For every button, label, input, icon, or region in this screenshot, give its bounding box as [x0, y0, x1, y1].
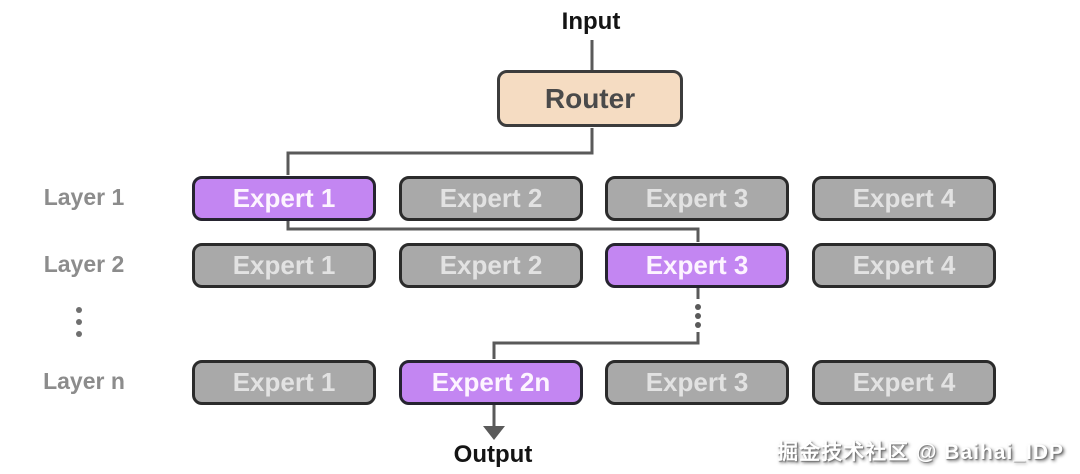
layern-expert4-box: Expert 4	[812, 360, 996, 405]
layern-expert3-box: Expert 3	[605, 360, 789, 405]
layers-ellipsis-dot	[76, 307, 82, 313]
dotted-connector-dot	[695, 313, 701, 319]
output-label: Output	[453, 441, 533, 468]
layer1-expert4-box: Expert 4	[812, 176, 996, 221]
layer-1-label: Layer 1	[43, 184, 125, 210]
layers-ellipsis-dot	[76, 319, 82, 325]
layern-expert1-box: Expert 1	[192, 360, 376, 405]
layer1-expert2-box: Expert 2	[399, 176, 583, 221]
expert3-to-expert2n-line	[492, 332, 700, 359]
layer2-expert2-box: Expert 2	[399, 243, 583, 288]
layer1-expert3-box: Expert 3	[605, 176, 789, 221]
input-label: Input	[561, 8, 621, 35]
expert1-to-expert3-line	[286, 221, 700, 242]
layer-n-label: Layer n	[43, 368, 125, 394]
layer1-expert1-box: Expert 1	[192, 176, 376, 221]
layern-expert2n-box: Expert 2n	[399, 360, 583, 405]
dotted-connector-dot	[695, 322, 701, 328]
watermark-text: 掘金技术社区 @ Baihai_IDP	[777, 441, 1064, 464]
layer2-expert1-box: Expert 1	[192, 243, 376, 288]
router-to-expert1-line	[286, 128, 594, 175]
layers-ellipsis-dot	[76, 331, 82, 337]
dotted-connector-dot	[695, 304, 701, 310]
layer2-expert4-box: Expert 4	[812, 243, 996, 288]
layer2-expert3-box: Expert 3	[605, 243, 789, 288]
output-arrowhead	[483, 426, 505, 440]
router-box: Router	[497, 70, 683, 127]
layer-2-label: Layer 2	[43, 251, 125, 277]
